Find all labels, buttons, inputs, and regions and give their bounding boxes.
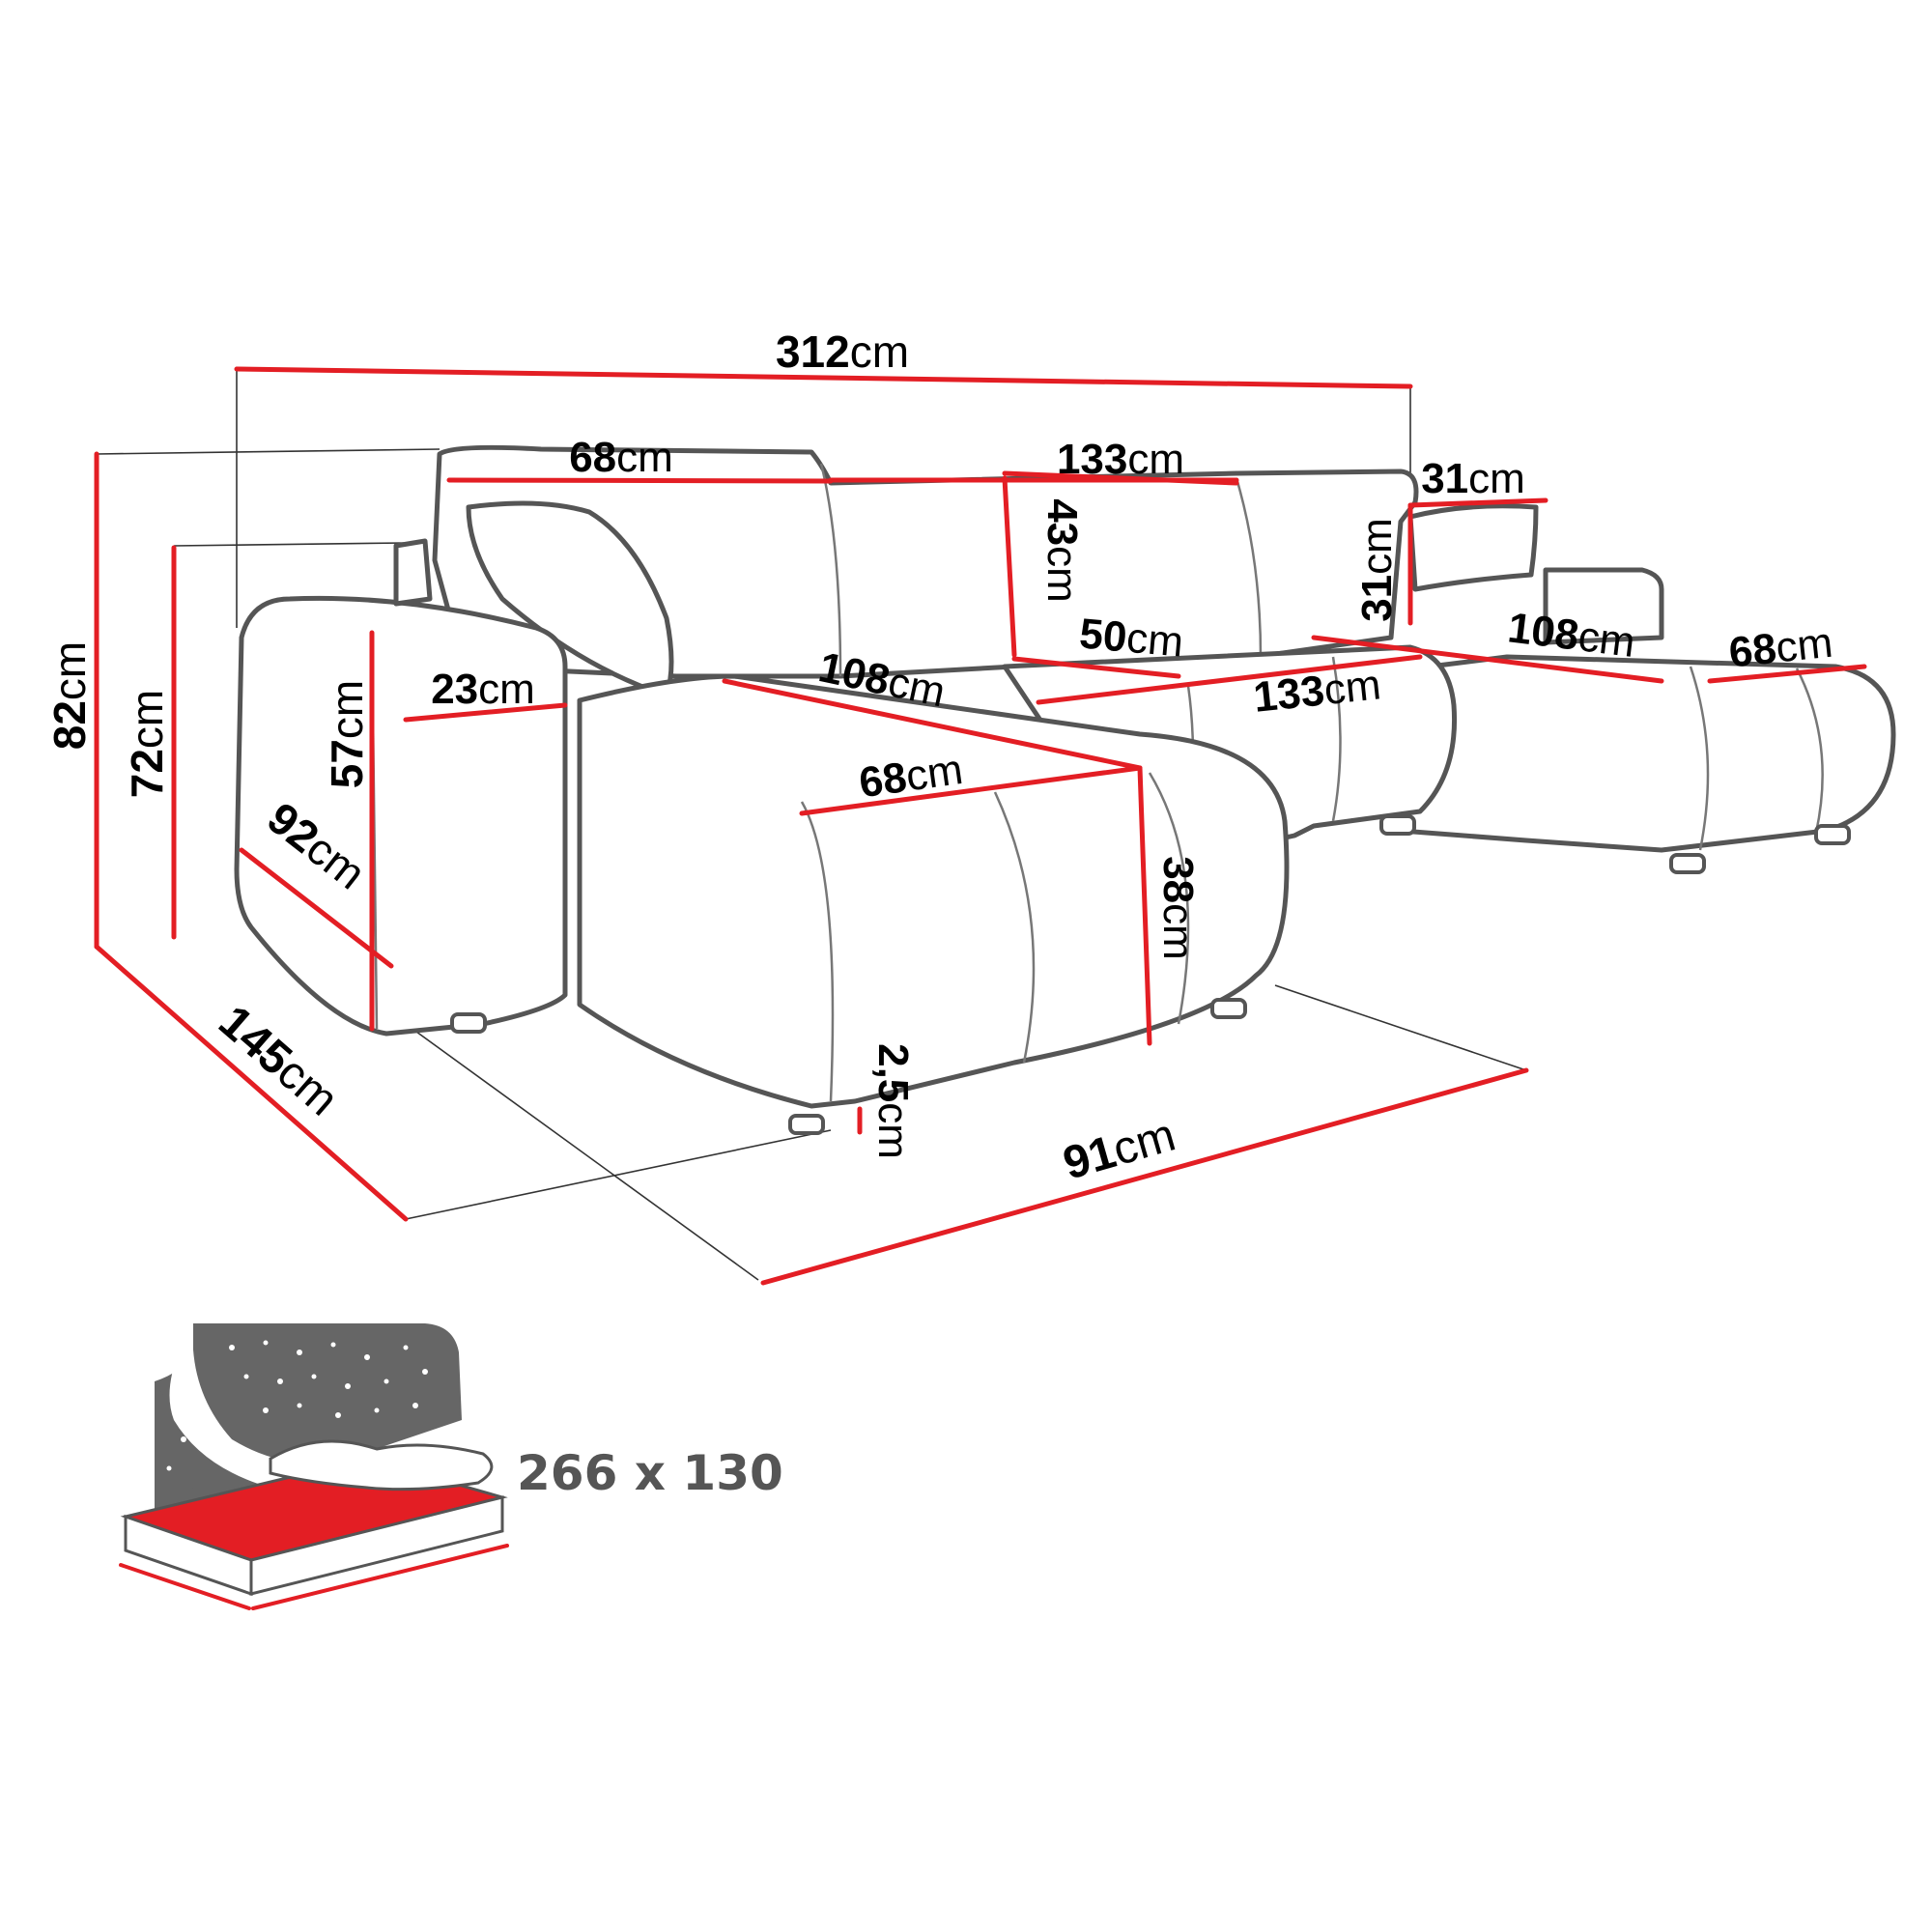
label-seat-height: 38cm (1154, 856, 1202, 960)
label-chaise-width: 68cm (856, 746, 965, 807)
label-seat-depth: 91cm (1058, 1109, 1180, 1189)
sleeping-area-label: 266 x 130 (517, 1445, 783, 1501)
right-pillow (1407, 503, 1539, 592)
left-armrest (234, 595, 568, 1037)
right-armrest-back (1543, 567, 1664, 645)
label-middle-backrest-width: 133cm (1057, 436, 1184, 483)
label-pillow-height: 31cm (1353, 518, 1401, 622)
star-icons (166, 1340, 428, 1471)
label-center-seat-depth: 50cm (1078, 610, 1185, 666)
left-armrest-back (393, 538, 433, 607)
label-backrest-height: 43cm (1038, 498, 1086, 603)
right-chaise (1377, 654, 1896, 853)
label-right-seat-width: 68cm (1726, 619, 1834, 677)
label-right-seat-depth: 108cm (1505, 604, 1637, 667)
sleeping-function-icon: 266 x 130 (119, 1323, 783, 1610)
dimension-lines (94, 366, 1867, 1286)
sofa-feet (450, 814, 1851, 1135)
label-right-backrest-width: 31cm (1421, 455, 1525, 502)
label-armrest-width: 23cm (431, 666, 535, 713)
left-chaise-seat (577, 673, 1290, 1109)
label-overall-height: 82cm (44, 641, 95, 751)
label-armrest-side-height: 57cm (322, 680, 372, 789)
pillow-icon (269, 1439, 494, 1492)
label-armrest-height: 72cm (122, 690, 172, 799)
label-overall-width: 312cm (776, 327, 909, 377)
label-leg-height: 2,5cm (869, 1043, 917, 1159)
label-center-seat-width: 133cm (1251, 661, 1382, 722)
label-left-backrest-width: 68cm (569, 434, 673, 481)
sofa-drawing (96, 367, 1896, 1281)
left-pillow (466, 500, 674, 698)
